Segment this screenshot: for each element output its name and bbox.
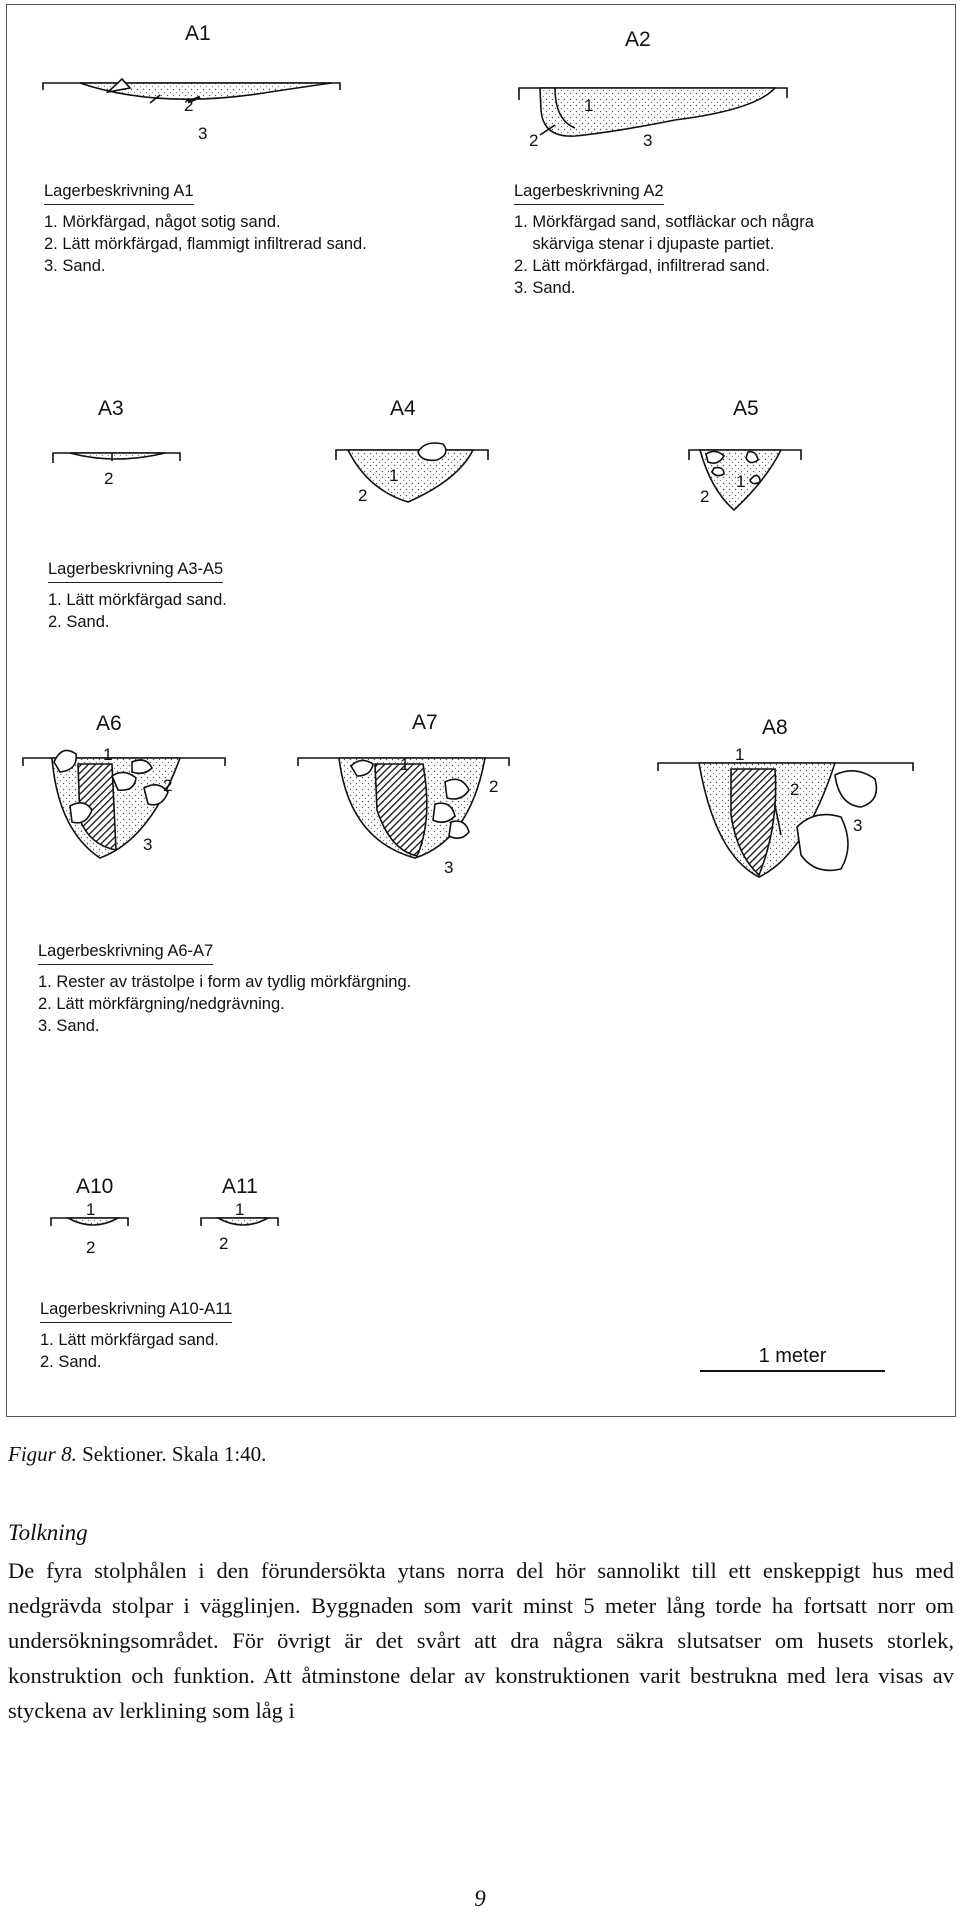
a11-layer-2: 2 [219,1234,229,1253]
a10-layer-1: 1 [86,1200,96,1219]
figure-caption-text: Sektioner. Skala 1:40. [76,1442,267,1466]
section-label-a5: A5 [733,397,759,420]
description-a6-a7-heading: Lagerbeskrivning A6-A7 [38,940,214,965]
a4-layer-1: 1 [389,466,399,485]
section-a11-drawing [200,1217,279,1226]
a2-layer-2: 2 [529,131,539,150]
a2-layer-1: 1 [584,96,594,115]
a1-layer-2: 2 [184,96,194,115]
a6-layer-3: 3 [143,835,153,854]
a4-layer-2: 2 [358,486,368,505]
description-a1-line: 1. Mörkfärgad, något sotig sand. [44,213,281,231]
body-paragraph: De fyra stolphålen i den förundersökta y… [8,1558,954,1723]
description-a3-a5-heading: Lagerbeskrivning A3-A5 [48,558,224,583]
description-a10-a11-heading: Lagerbeskrivning A10-A11 [40,1298,233,1323]
section-label-a3: A3 [98,397,124,420]
section-a4-drawing [335,442,489,503]
a3-layer-2: 2 [104,469,114,488]
a5-layer-1: 1 [736,472,746,491]
figure-caption-label: Figur 8. [8,1442,77,1466]
description-a6-a7: Lagerbeskrivning A6-A7 1. Rester av träs… [38,940,411,1037]
section-a5-drawing [688,449,802,512]
section-a8-drawing [657,762,914,878]
a11-layer-1: 1 [235,1200,245,1219]
description-a1-heading: Lagerbeskrivning A1 [44,180,194,205]
a8-layer-1: 1 [735,745,745,764]
description-a2-line: 2. Lätt mörkfärgad, infiltrerad sand. [514,257,770,275]
section-a6-drawing [22,749,226,859]
description-a1: Lagerbeskrivning A1 1. Mörkfärgad, något… [44,180,367,277]
section-label-a4: A4 [390,397,416,420]
description-a2-line: skärviga stenar i djupaste partiet. [514,235,775,253]
section-a2-drawing [518,87,788,137]
section-a7-drawing [297,757,510,859]
a1-layer-3: 3 [198,124,208,143]
section-label-a8: A8 [762,716,788,739]
description-a3-a5: Lagerbeskrivning A3-A5 1. Lätt mörkfärga… [48,558,227,633]
a5-layer-2: 2 [700,487,710,506]
page-number: 9 [474,1886,486,1911]
section-a10-drawing [50,1217,129,1226]
description-a6-a7-line: 1. Rester av trästolpe i form av tydlig … [38,973,412,991]
description-a2-line: 1. Mörkfärgad sand, sotfläckar och några [514,213,814,231]
description-a2-heading: Lagerbeskrivning A2 [514,180,664,205]
description-a6-a7-line: 3. Sand. [38,1017,100,1035]
description-a1-line: 2. Lätt mörkfärgad, flammigt infiltrerad… [44,235,367,253]
section-heading: Tolkning [8,1520,88,1545]
figure-frame [6,4,956,1417]
a8-layer-2: 2 [790,780,800,799]
a7-layer-1: 1 [400,755,410,774]
figure-caption: Figur 8. Sektioner. Skala 1:40. [8,1442,266,1467]
description-a10-a11-line: 2. Sand. [40,1353,102,1371]
a7-layer-3: 3 [444,858,454,877]
a6-layer-2: 2 [163,776,173,795]
a6-layer-1: 1 [103,745,113,764]
section-a1-drawing [42,77,341,104]
a7-layer-2: 2 [489,777,499,796]
section-label-a2: A2 [625,28,651,51]
section-label-a11: A11 [222,1175,258,1198]
description-a10-a11-line: 1. Lätt mörkfärgad sand. [40,1331,219,1349]
description-a3-a5-line: 1. Lätt mörkfärgad sand. [48,591,227,609]
section-a3-drawing [52,452,181,463]
a8-layer-3: 3 [853,816,863,835]
a2-layer-3: 3 [643,131,653,150]
description-a6-a7-line: 2. Lätt mörkfärgning/nedgrävning. [38,995,285,1013]
description-a3-a5-line: 2. Sand. [48,613,110,631]
description-a2-line: 3. Sand. [514,279,576,297]
section-label-a6: A6 [96,712,122,735]
section-label-a10: A10 [76,1175,114,1198]
description-a10-a11: Lagerbeskrivning A10-A11 1. Lätt mörkfär… [40,1298,233,1373]
description-a2: Lagerbeskrivning A2 1. Mörkfärgad sand, … [514,180,814,299]
scale-bar: 1 meter [700,1345,885,1372]
section-label-a1: A1 [185,22,211,45]
section-label-a7: A7 [412,711,438,734]
a10-layer-2: 2 [86,1238,96,1257]
description-a1-line: 3. Sand. [44,257,106,275]
